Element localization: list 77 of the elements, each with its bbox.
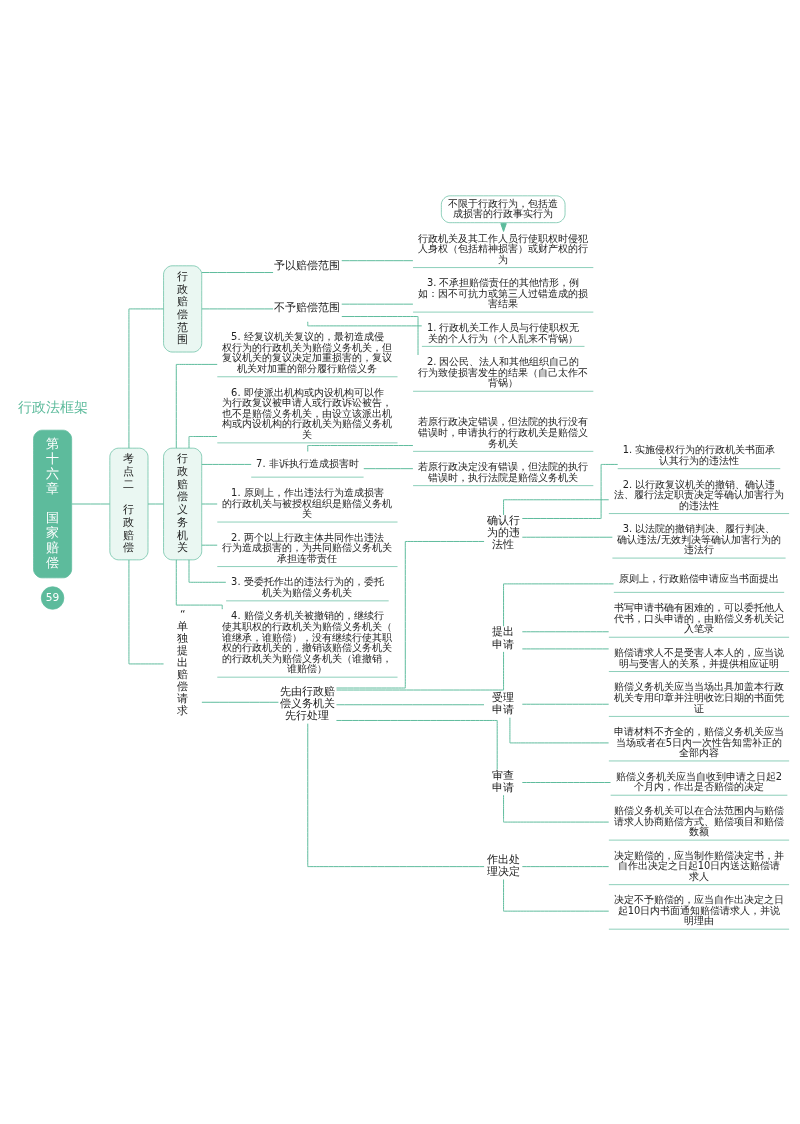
connector <box>521 630 610 632</box>
connector <box>363 467 414 469</box>
node-text: 先由行政赔偿义务机关先行处理 <box>279 684 335 721</box>
connector <box>128 558 165 664</box>
node-text: 若原行政决定错误，但法院的执行没有错误时，申请执行的行政机关是赔偿义务机关 <box>418 415 589 449</box>
node-text: 赔偿义务机关可以在合法范围内与赔偿请求人协商赔偿方式、赔偿项目和赔偿数额 <box>613 804 784 837</box>
node-text: 予以赔偿范围 <box>274 258 341 271</box>
connector <box>341 303 414 305</box>
node-text: 作出处理决定 <box>486 852 520 877</box>
connector <box>188 435 218 448</box>
connector <box>307 320 423 326</box>
connector <box>521 781 611 783</box>
connector <box>503 794 610 823</box>
connector <box>521 463 619 519</box>
connector <box>188 558 227 583</box>
connector <box>335 719 498 770</box>
connector <box>175 363 218 449</box>
node-text: 书写申请书确有困难的，可以委托他人代书，口头申请的，由赔偿义务机关记入笔录 <box>613 601 784 634</box>
node-text: 5. 经复议机关复议的，最初造成侵权行为的行政机关为赔偿义务机关，但复议机关的复议决定加重损害的，复议机关对加重的部分履行赔偿义务 <box>222 330 393 374</box>
node-text: 7. 非诉执行造成损害时 <box>256 457 359 469</box>
connector <box>521 703 610 705</box>
node-text: 赔偿义务机关应当当场出具加盖本行政机关专用印章并注明收讫日期的书面凭证 <box>613 680 784 714</box>
node-text: 1. 实施侵权行为的行政机关书面承认其行为的违法性 <box>622 443 776 466</box>
node-text: 2. 因公民、法人和其他组织自己的行为致使损害发生的结果（自己太作不背锅） <box>418 355 589 388</box>
node-text: 1. 原则上，作出违法行为造成损害的行政机关与被授权组织是赔偿义务机关 <box>222 486 393 519</box>
node-text: 若原行政决定没有错误，但法院的执行错误时，执行法院是赔偿义务机关 <box>418 460 589 483</box>
node-text: 决定赔偿的，应当制作赔偿决定书，并自作出决定之日起10日内送达赔偿请求人 <box>613 849 784 882</box>
node-text: 3. 以法院的撤销判决、履行判决、确认违法/无效判决等确认加害行为的违法行 <box>617 522 781 555</box>
node-text: 申请材料不齐全的，赔偿义务机关应当当场或者在5日内一次性告知需补正的全部内容 <box>613 725 784 758</box>
connector <box>201 271 274 273</box>
connector <box>503 498 610 515</box>
connector <box>341 259 414 261</box>
connector <box>336 650 505 691</box>
connector <box>336 703 485 705</box>
node-text: 原则上，行政赔偿申请应当书面提出 <box>618 572 779 584</box>
connector <box>147 503 164 504</box>
node-box: 行政赔偿范围 <box>163 264 203 352</box>
connector <box>307 722 485 867</box>
node-text: “单独提出赔偿请求 <box>177 607 189 716</box>
connector <box>201 503 218 504</box>
label: 行政法框架 <box>17 398 88 415</box>
connector <box>307 444 414 452</box>
node-text: 6. 即使派出机构或内设机构可以作为行政复议被申请人或行政诉讼被告，也不是赔偿义务机关，由设立该派出机构或内设机构的行政机关为赔偿义务机关 <box>222 386 393 440</box>
connector <box>128 307 165 449</box>
connector <box>341 315 419 355</box>
node-text: 行政机关及其工作人员行使职权时侵犯人身权（包括精神损害）或财产权的行为 <box>418 232 589 265</box>
node-box: 考点二 行政赔偿 <box>109 447 149 560</box>
connector <box>503 582 615 627</box>
node-text: 赔偿义务机关应当自收到申请之日起2个月内，作出是否赔偿的决定 <box>615 770 783 792</box>
node-box: 行政赔偿义务机关 <box>163 447 203 560</box>
connector <box>336 540 485 688</box>
connector <box>201 544 218 546</box>
node-box: 第十六章 国家赔偿 <box>33 429 73 578</box>
connector <box>71 503 111 504</box>
connector <box>521 865 610 867</box>
node-text: 2. 以行政复议机关的撤销、确认违法、履行法定职责决定等确认加害行为的违法性 <box>613 478 784 511</box>
node-text: 2. 两个以上行政主体共同作出违法行为造成损害的，为共同赔偿义务机关承担连带责任 <box>222 531 393 564</box>
connector <box>175 558 223 610</box>
node-text: 赔偿请求人不是受害人本人的，应当说明与受害人的关系，并提供相应证明 <box>613 646 784 669</box>
node-text: 1. 行政机关工作人员与行使职权无关的个人行为（个人乱来不背锅） <box>426 321 580 344</box>
connector <box>503 878 610 912</box>
connector <box>201 463 252 465</box>
connector <box>521 647 610 649</box>
node-text: 受理申请 <box>492 690 515 715</box>
connector <box>201 701 279 703</box>
node-text: 审查申请 <box>492 768 515 793</box>
node-text: 确认行为的违法性 <box>486 513 520 550</box>
connector <box>521 536 613 538</box>
connector <box>201 307 274 309</box>
node-text: 3. 不承担赔偿责任的其他情形，例如：因不可抗力或第三人过错造成的损害结果 <box>418 276 589 309</box>
node-text: 4. 赔偿义务机关被撤销的，继续行使其职权的行政机关为赔偿义务机关（谁继承，谁赔偿），没有继续行使其职权的行政机关的，撤销该赔偿义务机关的行政机关为赔偿义务机关（谁撤销，谁赔偿） <box>222 609 393 674</box>
node-text: 3. 受委托作出的违法行为的，委托机关为赔偿义务机关 <box>231 575 384 598</box>
node-text: 决定不予赔偿的，应当自作出决定之日起10日内书面通知赔偿请求人，并说明理由 <box>613 893 784 926</box>
connector <box>509 716 610 743</box>
node-text: 不予赔偿范围 <box>274 300 341 313</box>
node-text: 提出申请 <box>492 624 515 649</box>
label: 59 <box>45 589 60 602</box>
